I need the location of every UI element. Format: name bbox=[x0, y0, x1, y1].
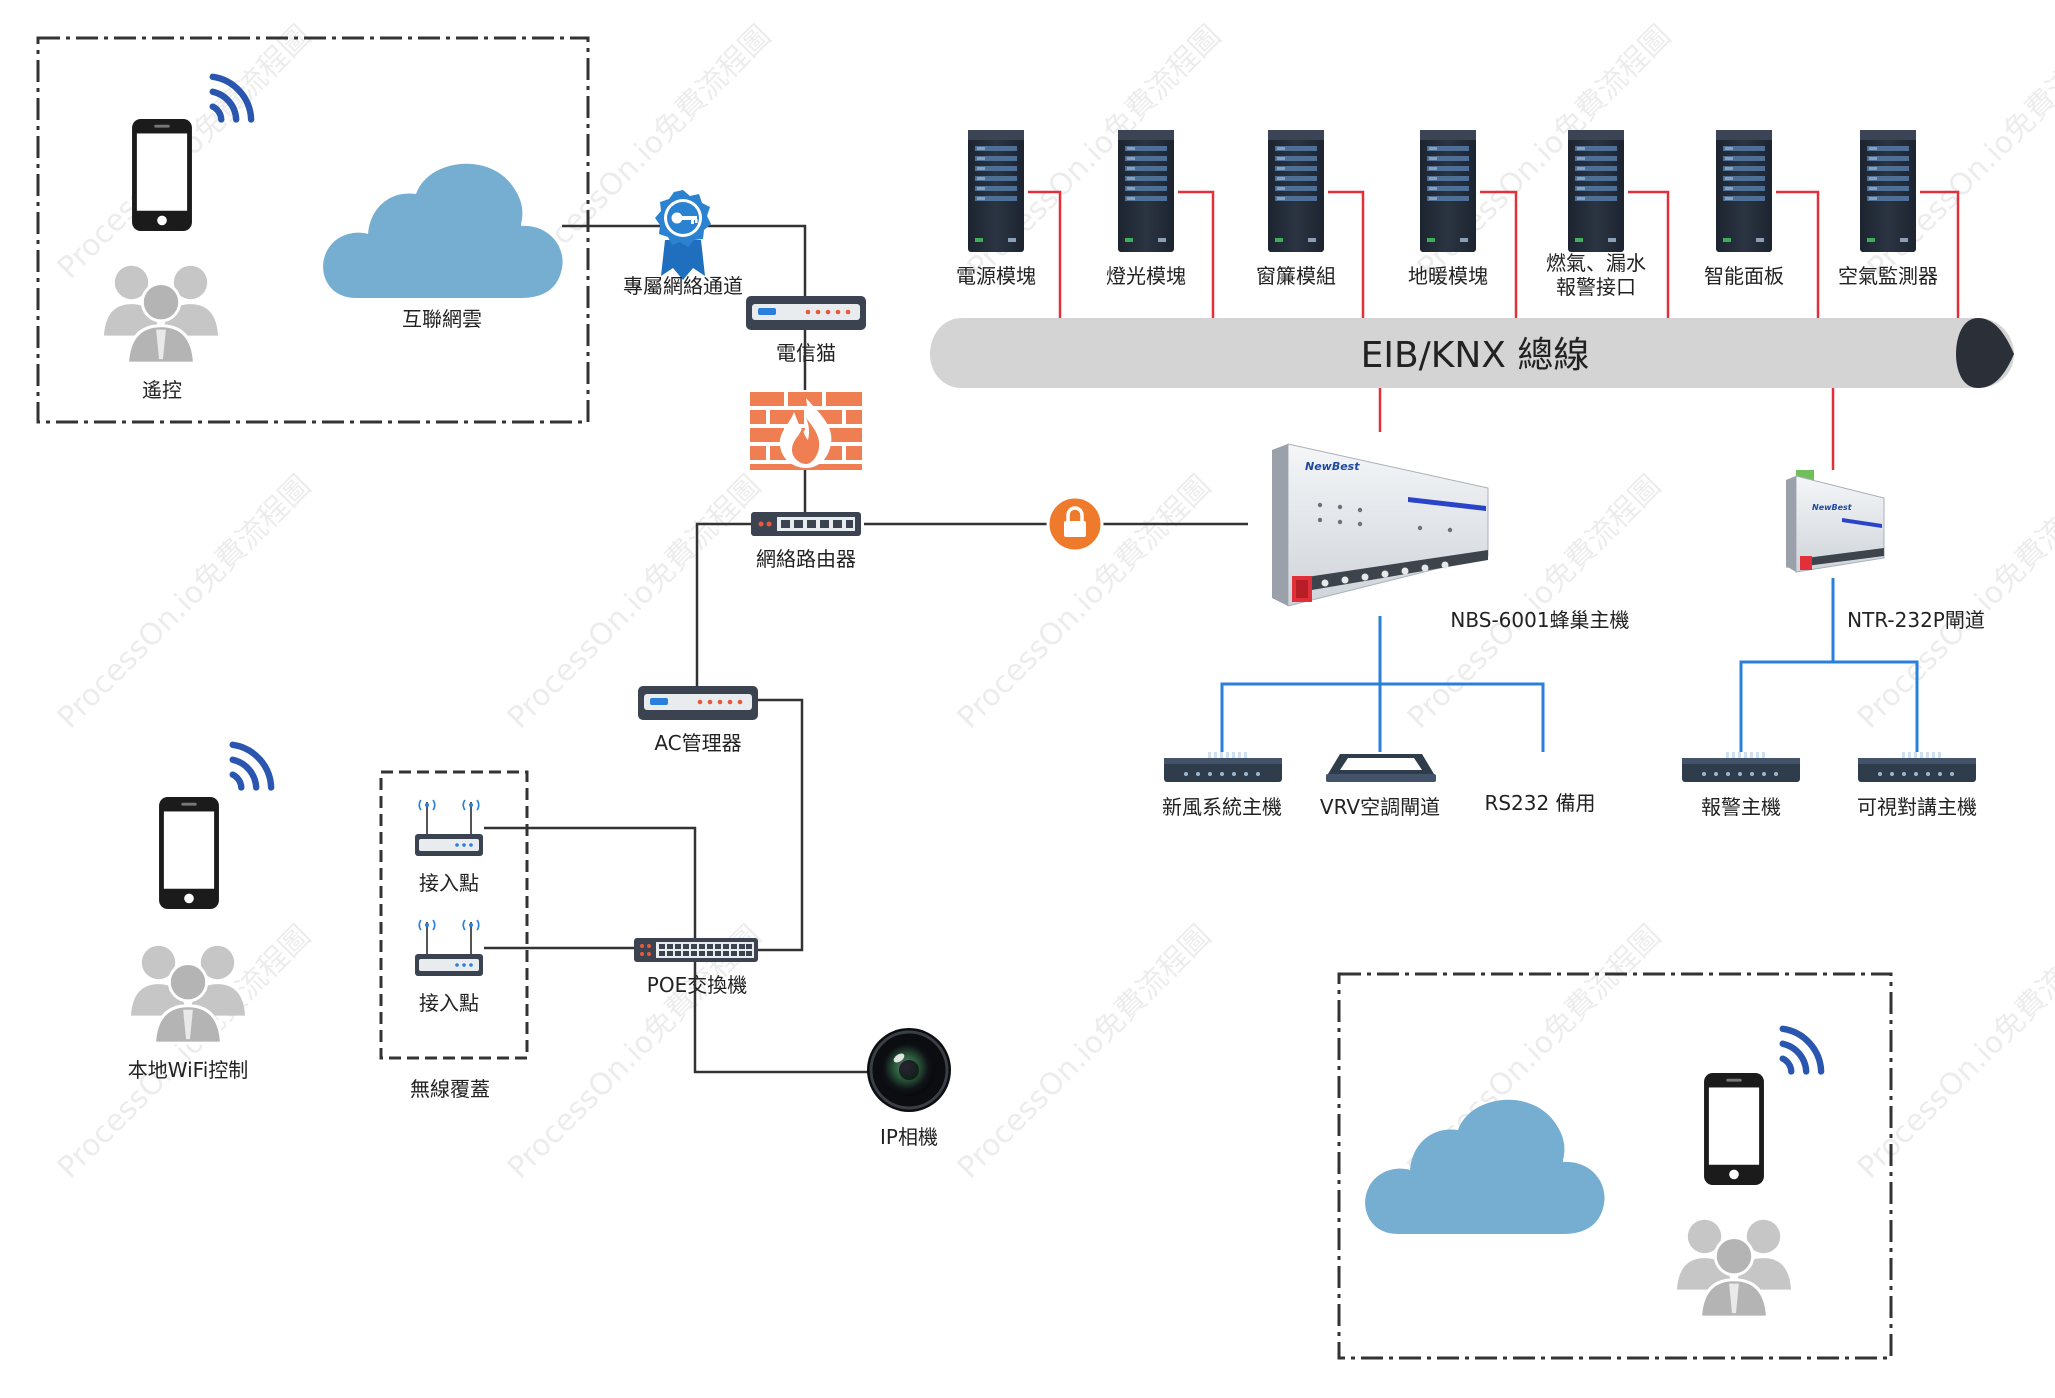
ntr-gateway-icon: NewBest bbox=[1786, 470, 1885, 573]
knx-bus: EIB/KNX 總線 bbox=[930, 318, 2014, 388]
fresh-air-label: 新風系統主機 bbox=[1162, 795, 1282, 819]
private-channel-label: 專屬網絡通道 bbox=[623, 274, 743, 298]
nbs-brand: NewBest bbox=[1305, 460, 1360, 473]
access-point-2-label: 接入點 bbox=[419, 991, 479, 1015]
watermark: ProcessOn.io免費流程圖 bbox=[951, 919, 1218, 1186]
wifi-icon bbox=[1783, 1029, 1821, 1072]
alarm-host-label: 報警主機 bbox=[1701, 795, 1781, 819]
watermark: ProcessOn.io免費流程圖 bbox=[51, 469, 318, 736]
nbs-host-label: NBS-6001蜂巢主機 bbox=[1450, 608, 1629, 632]
modem-icon bbox=[746, 296, 866, 330]
poe-switch-icon bbox=[634, 938, 758, 962]
watermark: ProcessOn.io免費流程圖 bbox=[1851, 919, 2055, 1186]
link-ac-to-poe bbox=[758, 698, 804, 952]
link-cloud-to-channel bbox=[562, 224, 807, 296]
ac-manager-icon bbox=[638, 686, 758, 720]
wireless-coverage-label: 無線覆蓋 bbox=[410, 1077, 490, 1101]
link-ap1-to-poe bbox=[484, 826, 697, 938]
module-label: 電源模塊 bbox=[956, 264, 1036, 288]
wireless-coverage-box bbox=[379, 770, 529, 1060]
bus-drops bbox=[1028, 190, 1960, 470]
watermark: ProcessOn.io免費流程圖 bbox=[51, 919, 318, 1186]
access-point-1-label: 接入點 bbox=[419, 871, 479, 895]
lock-icon bbox=[1046, 495, 1104, 553]
ntr-gateway-label: NTR-232P閘道 bbox=[1847, 608, 1985, 632]
vrv-label: VRV空調閘道 bbox=[1320, 795, 1440, 819]
remote-label: 遙控 bbox=[142, 378, 182, 402]
key-badge-icon bbox=[655, 190, 711, 280]
access-point-icon bbox=[414, 919, 484, 977]
branch-lines bbox=[1220, 578, 1919, 752]
link-router-to-ac bbox=[695, 522, 752, 686]
fresh-air-host-icon bbox=[1164, 752, 1282, 782]
remote-zone-box bbox=[36, 36, 590, 424]
ac-manager-label: AC管理器 bbox=[654, 731, 741, 755]
internet-cloud-label: 互聯網雲 bbox=[402, 307, 482, 331]
link-poe-to-camera bbox=[693, 962, 868, 1074]
cloud-icon bbox=[1365, 1099, 1605, 1234]
rs232-label: RS232 備用 bbox=[1484, 791, 1595, 815]
server-icon bbox=[1118, 130, 1174, 252]
module-label: 空氣監測器 bbox=[1838, 264, 1938, 288]
network-links bbox=[484, 224, 1248, 1074]
module-label: 窗簾模組 bbox=[1256, 264, 1336, 288]
alarm-host-icon bbox=[1682, 752, 1800, 782]
ip-camera-label: IP相機 bbox=[880, 1125, 938, 1149]
access-point-icon bbox=[414, 799, 484, 857]
phone-icon bbox=[1704, 1072, 1764, 1186]
video-intercom-icon bbox=[1858, 752, 1976, 782]
phone-icon bbox=[159, 796, 219, 910]
camera-icon bbox=[867, 1028, 951, 1112]
server-icon bbox=[1568, 130, 1624, 252]
local-wifi-label: 本地WiFi控制 bbox=[128, 1058, 249, 1082]
router-label: 網絡路由器 bbox=[756, 547, 856, 571]
module-label: 燃氣、漏水 bbox=[1546, 251, 1646, 275]
bus-title: EIB/KNX 總線 bbox=[1361, 335, 1590, 376]
module-label: 地暖模塊 bbox=[1408, 264, 1488, 288]
server-icon bbox=[968, 130, 1024, 252]
router-icon bbox=[751, 512, 861, 536]
nbs-host-icon: NewBest bbox=[1272, 443, 1489, 607]
modem-label: 電信猫 bbox=[776, 341, 836, 365]
users-icon bbox=[1675, 1218, 1793, 1319]
server-icon bbox=[1860, 130, 1916, 252]
module-label: 智能面板 bbox=[1704, 264, 1784, 288]
server-icon bbox=[1716, 130, 1772, 252]
cloud-icon bbox=[323, 163, 563, 298]
ntr-brand: NewBest bbox=[1812, 503, 1853, 512]
cloud-zone-box bbox=[1337, 972, 1893, 1360]
poe-switch-label: POE交換機 bbox=[647, 973, 747, 997]
module-label-line2: 報警接口 bbox=[1556, 275, 1636, 299]
phone-icon bbox=[132, 118, 192, 232]
users-icon bbox=[102, 264, 220, 365]
server-icon bbox=[1420, 130, 1476, 252]
module-label: 燈光模塊 bbox=[1106, 264, 1186, 288]
video-intercom-label: 可視對講主機 bbox=[1857, 795, 1977, 819]
vrv-gateway-icon bbox=[1326, 754, 1436, 782]
firewall-icon bbox=[748, 390, 864, 470]
server-icon bbox=[1268, 130, 1324, 252]
wifi-icon bbox=[233, 745, 271, 788]
